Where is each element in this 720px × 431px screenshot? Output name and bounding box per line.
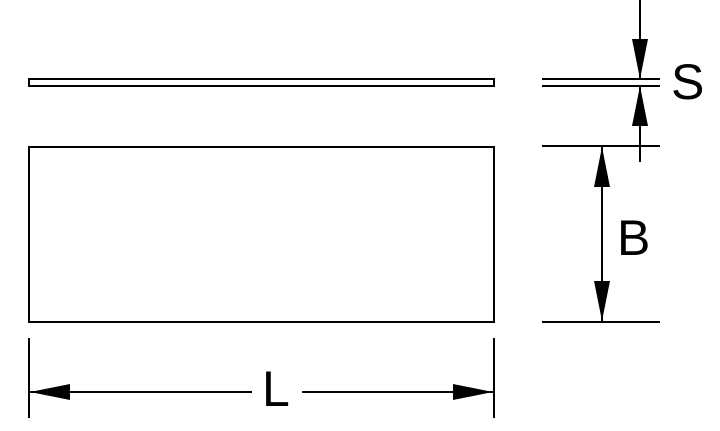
length-dimension: L: [28, 338, 495, 418]
s-label: S: [671, 54, 704, 110]
b-label: B: [617, 210, 650, 266]
thickness-dimension: S: [542, 0, 704, 162]
plate-top-view: [28, 146, 495, 323]
plate-side-view: [28, 78, 495, 87]
width-dimension: B: [542, 145, 660, 323]
l-label: L: [262, 361, 290, 417]
